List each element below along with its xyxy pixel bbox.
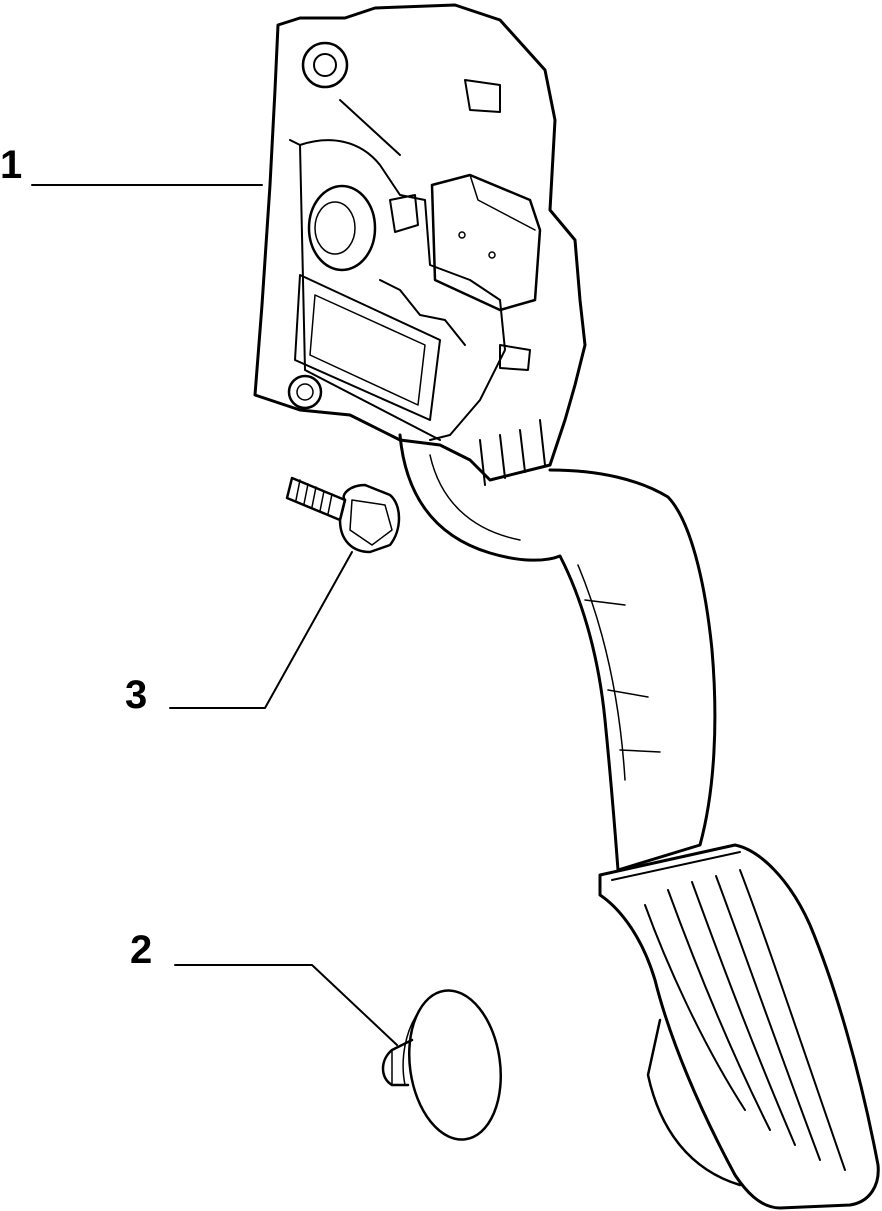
bolt xyxy=(285,476,401,554)
callout-label-1: 1 xyxy=(0,143,23,187)
leader-lines xyxy=(31,184,398,1046)
callout-label-2: 2 xyxy=(130,928,153,972)
leader-line-2 xyxy=(174,964,398,1046)
pedal-arm xyxy=(398,433,717,872)
foot-pad xyxy=(598,843,880,1210)
sensor-housing xyxy=(253,3,587,486)
callout-label-3: 3 xyxy=(125,673,148,717)
rubber-buffer xyxy=(381,989,503,1141)
leader-line-3 xyxy=(169,551,353,709)
